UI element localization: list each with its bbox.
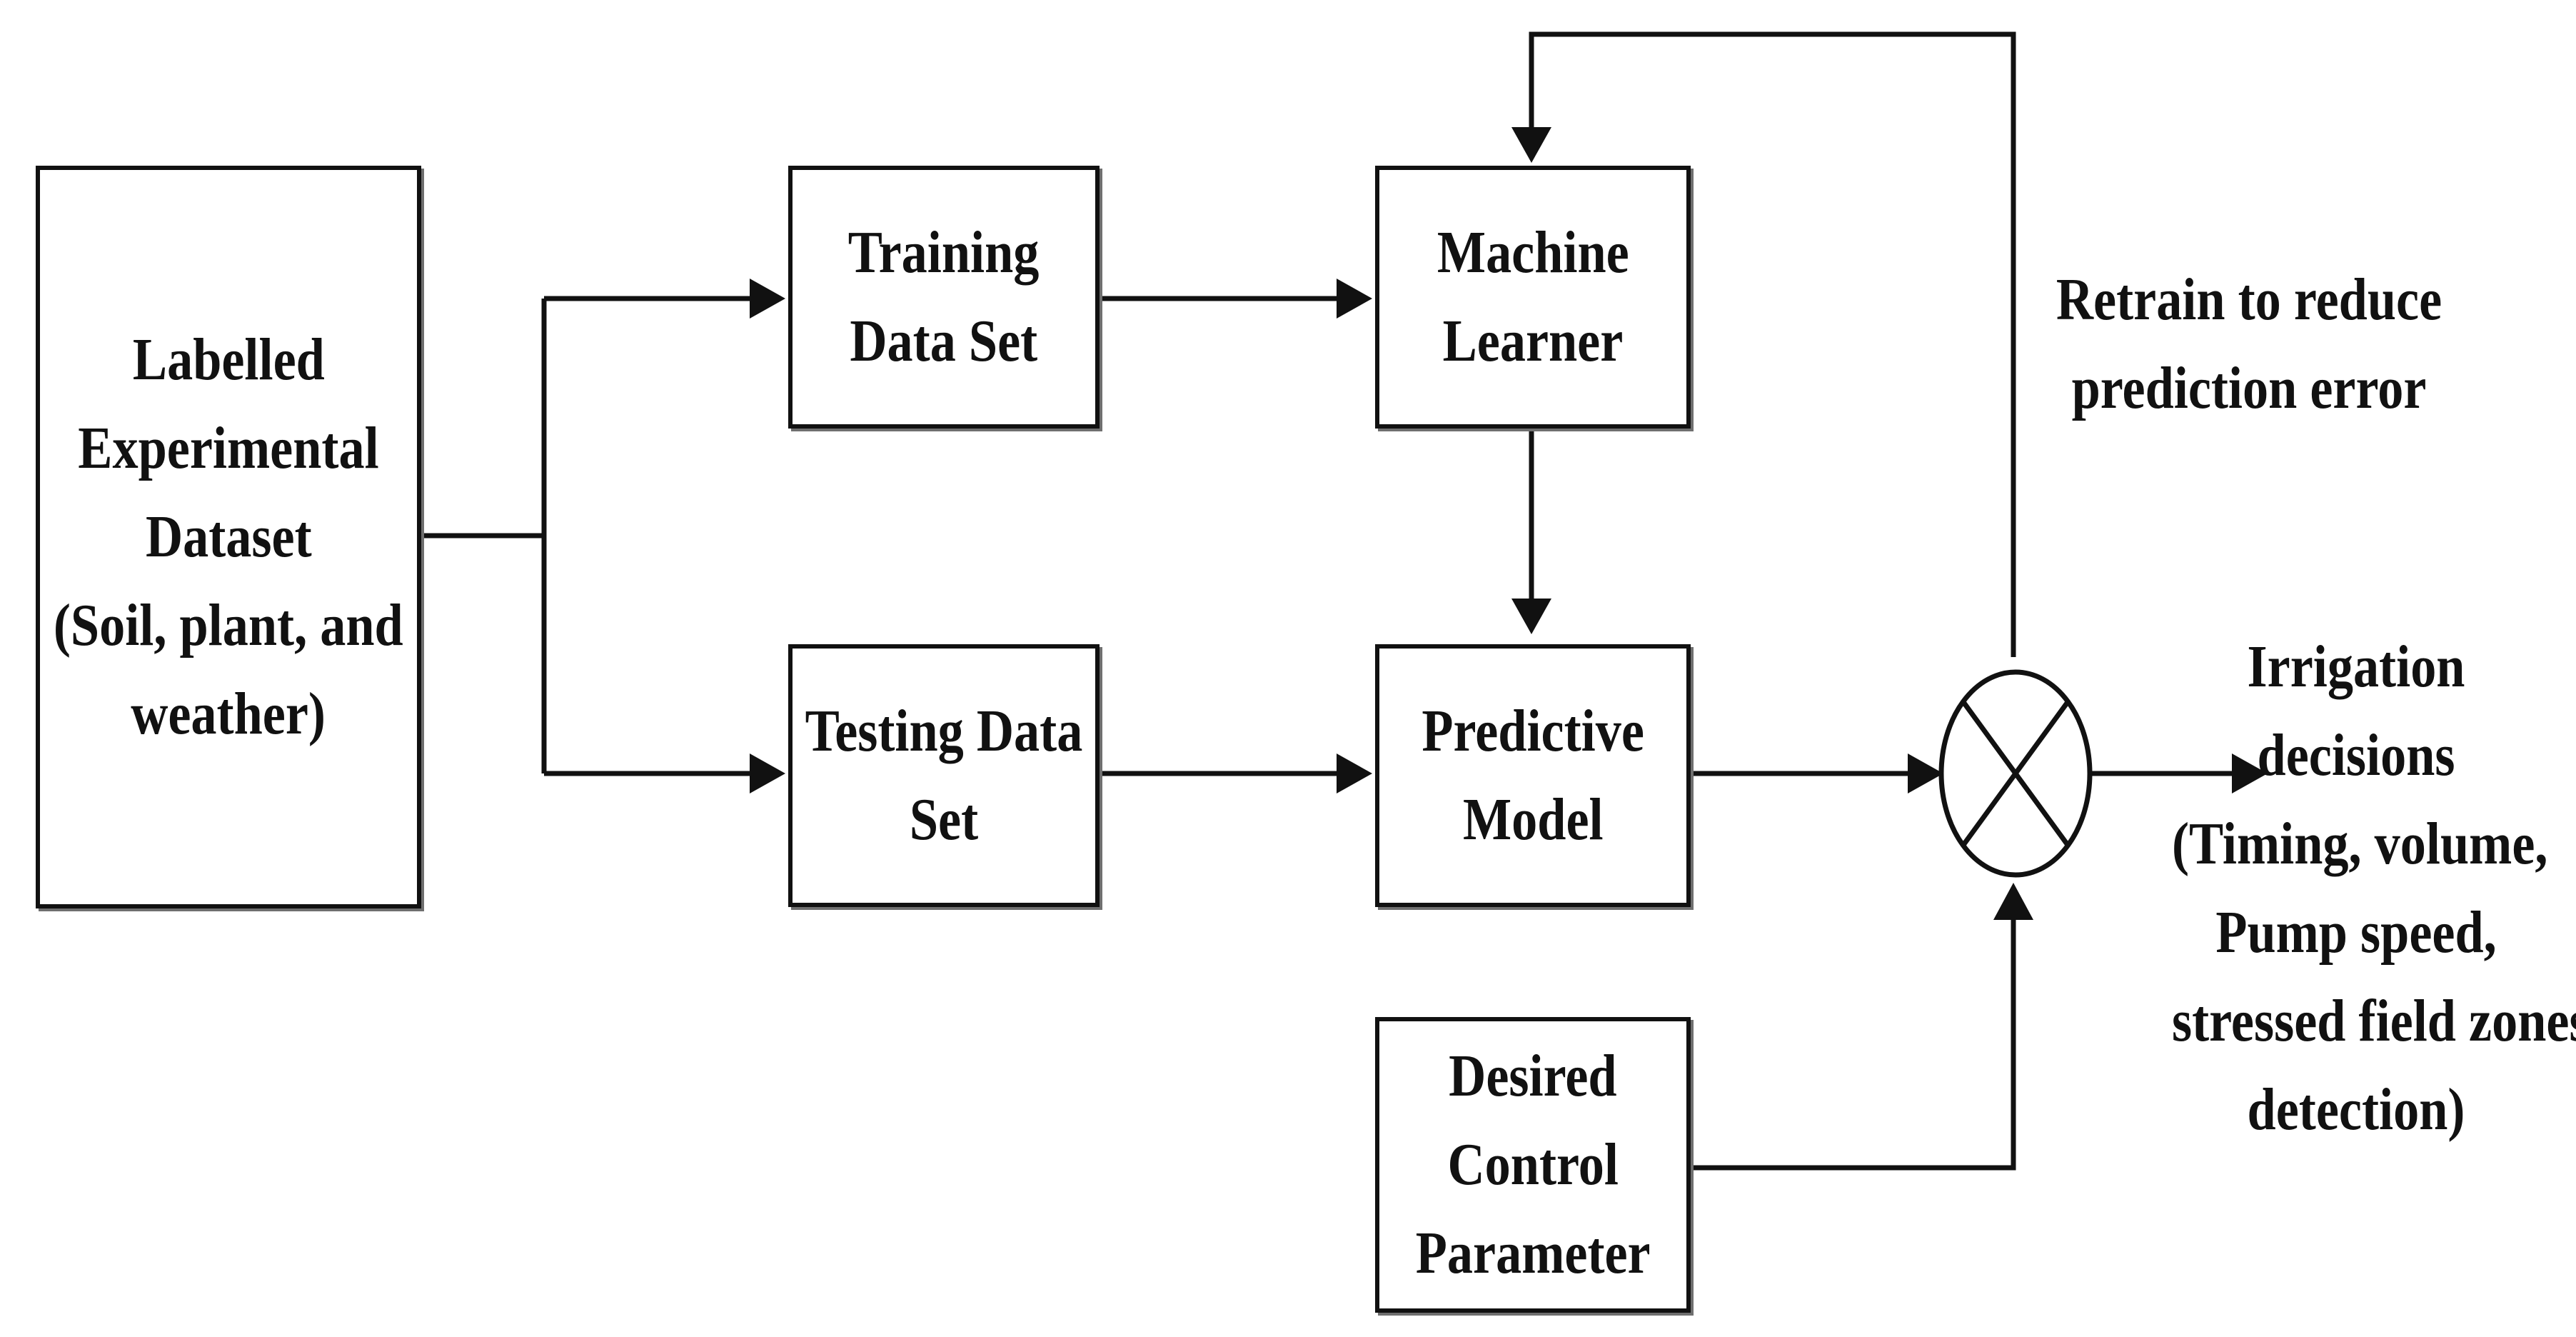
model-line-1: Predictive: [1422, 698, 1644, 764]
labelled-dataset-box: Labelled Experimental Dataset (Soil, pla…: [36, 166, 421, 908]
desired-line-3: Parameter: [1415, 1220, 1651, 1286]
output-line-2: decisions: [2257, 722, 2455, 788]
dataset-line-2: Experimental: [78, 415, 379, 481]
dataset-line-5: weather): [131, 681, 326, 747]
dataset-line-4: (Soil, plant, and: [54, 592, 403, 659]
arrowhead-model: [1337, 753, 1372, 793]
learner-line-1: Machine: [1437, 219, 1629, 286]
training-data-set-box: Training Data Set: [788, 166, 1100, 429]
arrowhead-training: [750, 279, 785, 319]
arrowhead-to-comparator: [1908, 753, 1943, 793]
arrowhead-testing: [750, 753, 785, 793]
output-line-3: (Timing, volume,: [2172, 811, 2548, 877]
feedback-loop-line: [1529, 31, 2016, 657]
retrain-line-1: Retrain to reduce: [2056, 266, 2442, 333]
testing-line-1: Testing Data: [805, 698, 1083, 764]
desired-control-parameter-box: Desired Control Parameter: [1375, 1017, 1691, 1313]
arrowhead-feedback: [1511, 127, 1551, 163]
testing-line-2: Set: [909, 786, 979, 853]
predictive-model-box: Predictive Model: [1375, 644, 1691, 907]
output-line-4: Pump speed,: [2215, 899, 2497, 966]
output-line-6: detection): [2247, 1076, 2465, 1143]
output-line-5: stressed field zones: [2172, 988, 2576, 1054]
testing-data-set-box: Testing Data Set: [788, 644, 1100, 907]
model-line-2: Model: [1462, 786, 1604, 853]
desired-line-1: Desired: [1449, 1043, 1617, 1109]
arrowhead-learner: [1337, 279, 1372, 319]
retrain-line-2: prediction error: [2071, 355, 2427, 421]
arrowhead-output: [2232, 753, 2268, 793]
arrowhead-learner-to-model: [1511, 599, 1551, 634]
output-line-1: Irrigation: [2247, 634, 2465, 700]
irrigation-decisions-label: Irrigation decisions (Timing, volume, Pu…: [2142, 623, 2576, 1154]
desired-line-2: Control: [1447, 1131, 1619, 1198]
training-line-2: Data Set: [850, 308, 1038, 374]
dataset-line-3: Dataset: [145, 504, 312, 570]
arrow-desired-to-comparator: [1686, 914, 2016, 1171]
dataset-line-1: Labelled: [132, 326, 325, 393]
summing-junction-cross-b: [1961, 700, 2070, 847]
learner-line-2: Learner: [1442, 308, 1624, 374]
arrowhead-desired: [1993, 883, 2033, 920]
machine-learner-box: Machine Learner: [1375, 166, 1691, 429]
training-line-1: Training: [848, 219, 1040, 286]
retrain-label: Retrain to reduce prediction error: [1999, 256, 2499, 433]
